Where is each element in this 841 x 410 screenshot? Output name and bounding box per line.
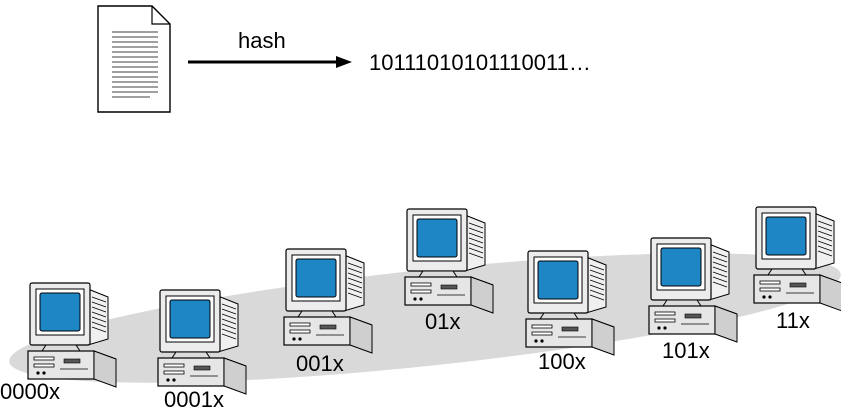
node-label-0000x: 0000x: [0, 379, 60, 404]
hash-label: hash: [238, 28, 286, 53]
node-label-0001x: 0001x: [164, 387, 224, 410]
document-icon: [97, 5, 171, 113]
computer-icon-01x: [404, 208, 494, 314]
computer-icon-11x: [753, 206, 841, 312]
node-label-001x: 001x: [296, 351, 344, 376]
node-label-11x: 11x: [776, 308, 810, 333]
hash-output: 10111010101110011…: [369, 50, 591, 75]
node-label-101x: 101x: [662, 338, 710, 363]
node-label-01x: 01x: [425, 309, 460, 334]
computer-icon-101x: [648, 237, 738, 343]
hash-arrow: [188, 56, 352, 68]
computer-icon-001x: [283, 248, 373, 354]
computer-icon-0001x: [157, 289, 247, 395]
computer-icon-0000x: [27, 282, 117, 388]
node-label-100x: 100x: [538, 349, 586, 374]
computer-icon-100x: [525, 250, 615, 356]
